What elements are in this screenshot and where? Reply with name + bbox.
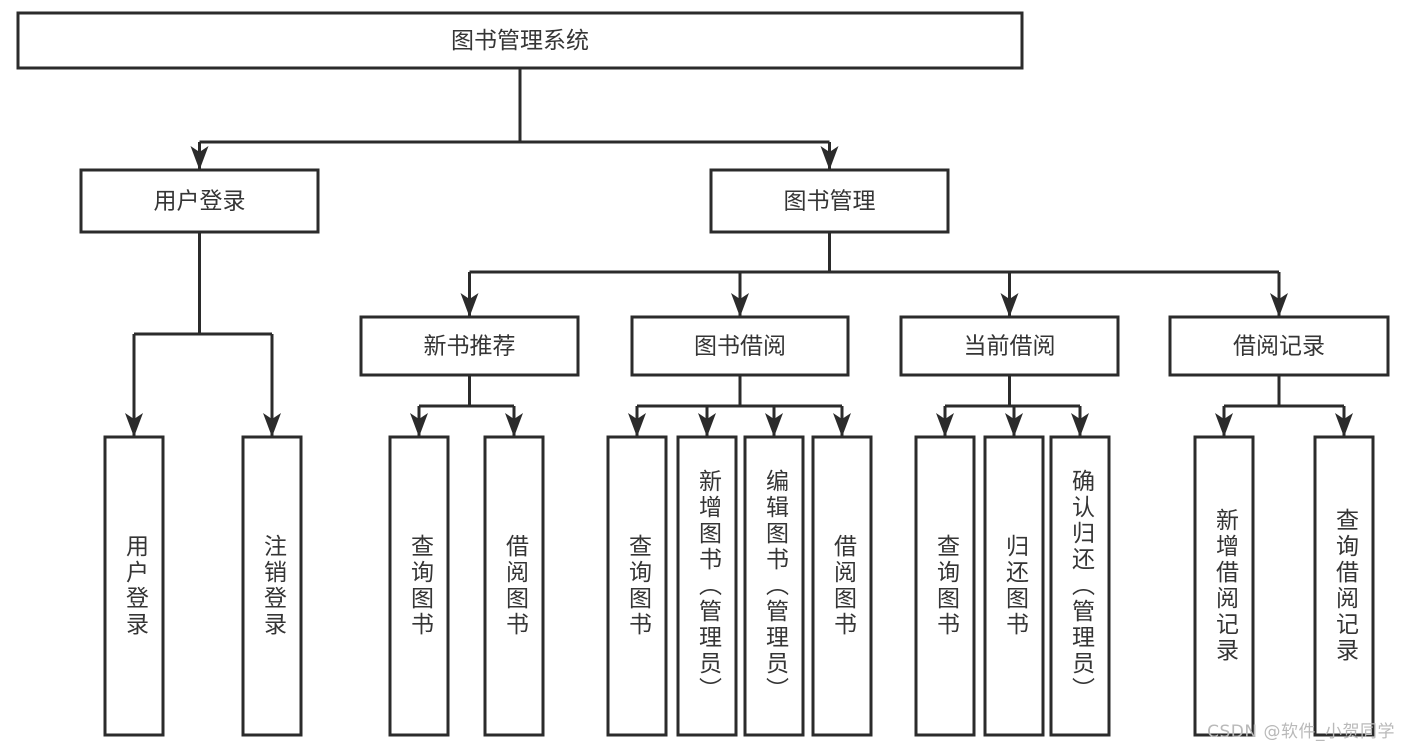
edge-user-login-to-leaves-arrow-leaf-user-logout bbox=[263, 413, 281, 437]
edge-recommend-to-leaves-arrow-leaf-borrow-book-recommend bbox=[505, 413, 523, 437]
node-box-user-login[interactable] bbox=[79, 168, 320, 234]
edge-book-manage-to-level3-arrow-book-borrow bbox=[731, 293, 749, 317]
node-label-borrow-record: 借阅记录 bbox=[1233, 334, 1325, 360]
edge-current-to-leaves bbox=[936, 375, 1089, 437]
edge-record-to-leaves bbox=[1215, 375, 1353, 437]
node-box-leaf-query-book-borrow[interactable] bbox=[606, 435, 668, 737]
node-box-leaf-return-book[interactable] bbox=[983, 435, 1045, 737]
edge-borrow-to-leaves-arrow-leaf-add-book-admin bbox=[698, 413, 716, 437]
node-label-new-book-recommend: 新书推荐 bbox=[424, 334, 516, 360]
edge-recommend-to-leaves bbox=[410, 375, 523, 437]
node-label-book-manage: 图书管理 bbox=[784, 189, 876, 215]
node-box-leaf-query-book-current[interactable] bbox=[914, 435, 976, 737]
edge-borrow-to-leaves-arrow-leaf-borrow-book bbox=[833, 413, 851, 437]
edges-layer bbox=[125, 68, 1353, 437]
edge-borrow-to-leaves-arrow-leaf-edit-book-admin bbox=[765, 413, 783, 437]
node-box-current-borrow[interactable] bbox=[899, 315, 1120, 377]
boxes-layer bbox=[16, 11, 1390, 737]
node-box-leaf-add-book-admin[interactable] bbox=[676, 435, 738, 737]
edge-recommend-to-leaves-arrow-leaf-query-book-recommend bbox=[410, 413, 428, 437]
node-box-leaf-add-borrow-record[interactable] bbox=[1193, 435, 1255, 737]
edge-book-manage-to-level3-arrow-borrow-record bbox=[1270, 293, 1288, 317]
watermark-text: CSDN @软件_小贺同学 bbox=[1207, 722, 1395, 742]
node-box-root[interactable] bbox=[16, 11, 1024, 70]
edge-root-to-level2 bbox=[190, 68, 839, 170]
edge-current-to-leaves-arrow-leaf-query-book-current bbox=[936, 413, 954, 437]
edge-book-manage-to-level3-arrow-new-book-recommend bbox=[460, 293, 479, 317]
node-label-book-borrow: 图书借阅 bbox=[694, 334, 786, 360]
node-box-leaf-user-login[interactable] bbox=[103, 435, 165, 737]
edge-record-to-leaves-arrow-leaf-query-borrow-record bbox=[1335, 413, 1353, 437]
node-box-leaf-borrow-book-recommend[interactable] bbox=[483, 435, 545, 737]
edge-current-to-leaves-arrow-leaf-return-book bbox=[1005, 413, 1023, 437]
edge-borrow-to-leaves-arrow-leaf-query-book-borrow bbox=[628, 413, 646, 437]
edge-user-login-to-leaves bbox=[125, 232, 281, 437]
node-box-book-borrow[interactable] bbox=[630, 315, 850, 377]
node-label-current-borrow: 当前借阅 bbox=[964, 334, 1056, 360]
edge-record-to-leaves-arrow-leaf-add-borrow-record bbox=[1215, 413, 1233, 437]
edge-borrow-to-leaves bbox=[628, 375, 851, 437]
node-box-new-book-recommend[interactable] bbox=[359, 315, 580, 377]
node-box-leaf-query-borrow-record[interactable] bbox=[1313, 435, 1375, 737]
node-box-leaf-confirm-return-admin[interactable] bbox=[1049, 435, 1111, 737]
node-box-leaf-edit-book-admin[interactable] bbox=[743, 435, 805, 737]
node-label-root: 图书管理系统 bbox=[451, 28, 589, 54]
edge-current-to-leaves-arrow-leaf-confirm-return-admin bbox=[1071, 413, 1089, 437]
edge-root-to-level2-arrow-user-login bbox=[190, 146, 209, 170]
edge-user-login-to-leaves-arrow-leaf-user-login bbox=[125, 413, 143, 437]
node-box-borrow-record[interactable] bbox=[1168, 315, 1390, 377]
edge-root-to-level2-arrow-book-manage bbox=[820, 146, 839, 170]
edge-book-manage-to-level3 bbox=[460, 232, 1288, 317]
node-box-leaf-user-logout[interactable] bbox=[241, 435, 303, 737]
node-box-leaf-query-book-recommend[interactable] bbox=[388, 435, 450, 737]
node-box-book-manage[interactable] bbox=[709, 168, 950, 234]
node-box-leaf-borrow-book[interactable] bbox=[811, 435, 873, 737]
node-label-user-login: 用户登录 bbox=[154, 189, 246, 215]
edge-book-manage-to-level3-arrow-current-borrow bbox=[1000, 293, 1019, 317]
